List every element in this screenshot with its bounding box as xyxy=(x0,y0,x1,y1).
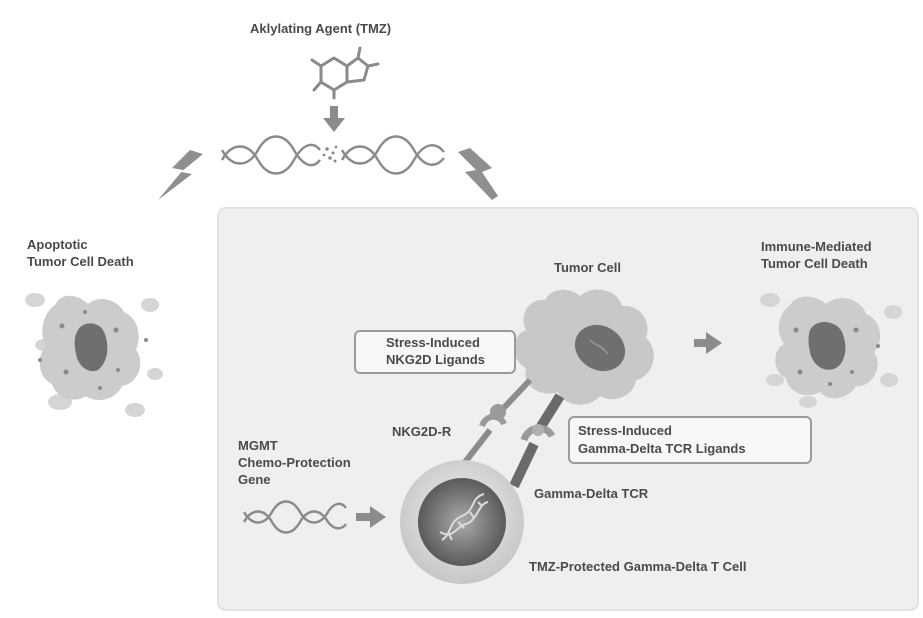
mgmt-label-line3: Gene xyxy=(238,472,271,487)
gd-box-line1: Stress-Induced xyxy=(578,423,672,438)
lightning-left-icon xyxy=(158,150,203,200)
mgmt-dna-icon xyxy=(242,500,347,534)
tmz-molecule-icon xyxy=(310,46,380,100)
mgmt-label-line2: Chemo-Protection xyxy=(238,455,351,470)
immune-death-cell xyxy=(760,293,902,408)
dna-break-fragments xyxy=(322,145,338,163)
tumor-cell-label: Tumor Cell xyxy=(554,260,621,275)
down-arrow-icon xyxy=(323,106,345,132)
immune-panel xyxy=(217,207,919,611)
right-arrow-icon xyxy=(694,332,722,354)
nkg2d-box-line1: Stress-Induced xyxy=(386,335,480,350)
gamma-delta-t-cell xyxy=(400,460,524,584)
apoptotic-label-line1: Apoptotic xyxy=(27,237,88,252)
mgmt-label-line1: MGMT xyxy=(238,438,278,453)
t-cell-label: TMZ-Protected Gamma-Delta T Cell xyxy=(529,559,747,574)
tumor-cell xyxy=(514,289,654,405)
gd-ligands-box: Stress-Induced Gamma-Delta TCR Ligands xyxy=(568,416,812,464)
apoptotic-cell xyxy=(25,293,163,417)
lightning-right-icon xyxy=(458,148,498,200)
nkg2d-r-label: NKG2D-R xyxy=(392,424,452,439)
gamma-delta-tcr xyxy=(509,393,565,489)
dna-strand-top-icon xyxy=(220,135,445,175)
nkg2d-receptor xyxy=(459,377,533,468)
nkg2d-box-line2: NKG2D Ligands xyxy=(386,352,485,367)
immune-label-line2: Tumor Cell Death xyxy=(761,256,868,271)
gd-tcr-label: Gamma-Delta TCR xyxy=(534,486,649,501)
mgmt-arrow-icon xyxy=(356,506,386,528)
agent-label: Aklylating Agent (TMZ) xyxy=(250,21,392,36)
gd-box-line2: Gamma-Delta TCR Ligands xyxy=(578,441,746,456)
immune-label-line1: Immune-Mediated xyxy=(761,239,872,254)
nkg2d-ligands-box: Stress-Induced NKG2D Ligands xyxy=(354,330,516,374)
apoptotic-label-line2: Tumor Cell Death xyxy=(27,254,134,269)
